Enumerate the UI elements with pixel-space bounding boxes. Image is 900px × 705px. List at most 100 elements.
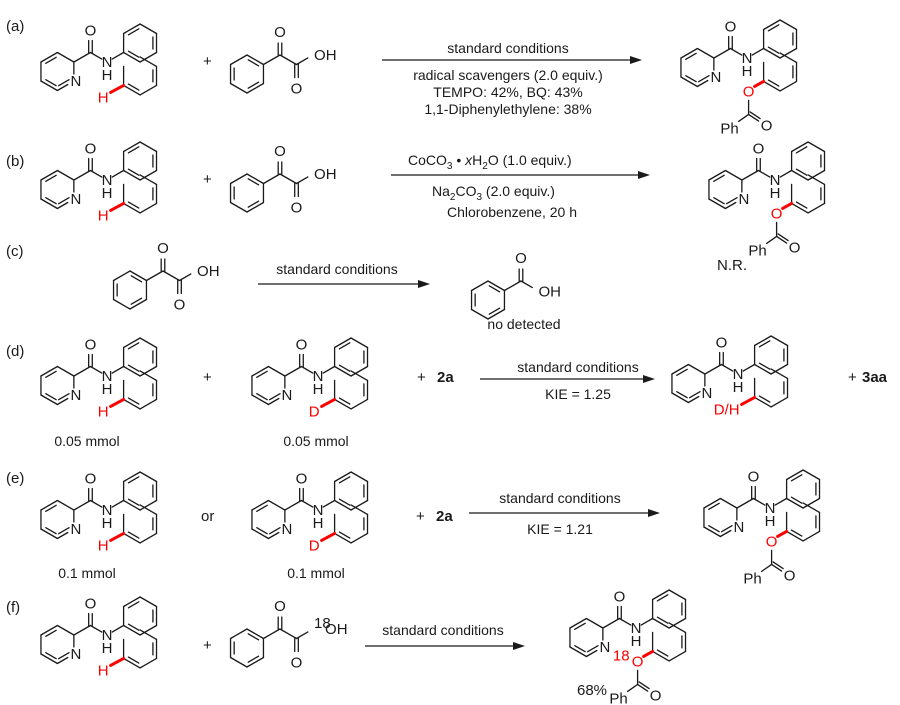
peri-atom-label: H	[98, 662, 109, 679]
peri-atom-label: D/H	[714, 401, 740, 418]
condition-text: CoCO3 • xH2O (1.0 equiv.)	[408, 152, 572, 172]
amide-h-label: H	[631, 633, 642, 650]
amount-label: 0.05 mmol	[54, 433, 119, 449]
reaction-arrow	[258, 280, 430, 288]
compound-3aa: 3aa	[862, 369, 888, 386]
amide-h-label: H	[102, 185, 113, 202]
phenyl-label: Ph	[720, 120, 738, 137]
condition-text: radical scavengers (2.0 equiv.)	[413, 67, 603, 83]
benzoic-acid: OOH	[470, 250, 561, 320]
amide-n-label: N	[733, 366, 744, 383]
amide-n-label: N	[313, 502, 324, 519]
no-reaction-label: N.R.	[717, 257, 747, 274]
amide-n-label: N	[102, 172, 113, 189]
hydroxyl-label: OH	[314, 166, 337, 183]
amide-n-label: N	[102, 368, 113, 385]
amide-h-label: H	[742, 63, 753, 80]
reaction-arrow	[382, 56, 642, 64]
carbonyl-o-label: O	[784, 567, 796, 584]
reaction-arrow	[365, 642, 525, 650]
isotope-label: 18	[613, 647, 630, 664]
amide-h-label: H	[102, 515, 113, 532]
amide-n-label: N	[765, 500, 776, 517]
amide-h-label: H	[733, 379, 744, 396]
carbonyl-o-label: O	[789, 239, 801, 256]
pyridine-n-label: N	[710, 69, 721, 86]
compound-2a: 2a	[437, 369, 454, 386]
carbonyl-o-label: O	[761, 117, 773, 134]
amide-h-label: H	[765, 513, 776, 530]
amide-n-label: N	[631, 620, 642, 637]
amide-n-label: N	[102, 627, 113, 644]
compound-2a: 2a	[436, 508, 453, 525]
carbonyl-o-label: O	[515, 250, 527, 267]
amide-n-label: N	[742, 50, 753, 67]
amide-n-label: N	[102, 54, 113, 71]
plus-sign: +	[203, 369, 212, 386]
ester-o-label: O	[632, 653, 644, 670]
acid-o-label: O	[291, 81, 303, 98]
pyridine-n-label: N	[738, 191, 749, 208]
carbonyl-o-label: O	[614, 589, 626, 606]
amount-label: 0.1 mmol	[58, 565, 116, 581]
panel-label-b: (b)	[6, 153, 24, 170]
amide-h-label: H	[313, 515, 324, 532]
pyridine-n-label: N	[701, 385, 712, 402]
condition-text: 1,1-Diphenylethylene: 38%	[424, 101, 591, 117]
peri-atom-label: D	[309, 403, 320, 420]
plus-sign: +	[203, 637, 212, 654]
pyridine-n-label: N	[70, 646, 81, 663]
ketone-o-label: O	[274, 143, 286, 160]
reaction-arrow	[391, 171, 650, 179]
amide-h-label: H	[102, 381, 113, 398]
amount-label: 0.05 mmol	[283, 433, 348, 449]
hydroxyl-label: OH	[314, 47, 337, 64]
panel-label-f: (f)	[6, 599, 20, 616]
pyridine-n-label: N	[70, 73, 81, 90]
ketone-o-label: O	[274, 24, 286, 41]
peri-atom-label: D	[309, 537, 320, 554]
ketone-o-label: O	[157, 240, 169, 257]
amide-h-label: H	[102, 640, 113, 657]
peri-atom-label: H	[98, 89, 109, 106]
benzoylformic-acid: O O OH	[229, 24, 337, 98]
yield-label: 68%	[577, 682, 607, 699]
reaction-arrow	[469, 509, 660, 517]
carbonyl-o-label: O	[85, 141, 97, 158]
panel-label-e: (e)	[6, 470, 24, 487]
phenyl-label: Ph	[743, 570, 761, 587]
plus-sign: +	[203, 53, 212, 70]
pyridine-n-label: N	[281, 387, 292, 404]
condition-text: standard conditions	[447, 40, 568, 56]
condition-text: standard conditions	[517, 359, 638, 375]
ester-o-label: O	[771, 205, 783, 222]
no-detected-label: no detected	[487, 316, 560, 332]
reaction-arrow	[480, 375, 655, 383]
carbonyl-o-label: O	[650, 687, 662, 704]
isotope-label: 18	[314, 615, 331, 632]
carbonyl-o-label: O	[716, 335, 728, 352]
amide-n-label: N	[102, 502, 113, 519]
carbonyl-o-label: O	[753, 141, 765, 158]
pyridine-n-label: N	[70, 387, 81, 404]
carbonyl-o-label: O	[85, 23, 97, 40]
carbonyl-o-label: O	[85, 471, 97, 488]
amide-n-label: N	[313, 368, 324, 385]
hydroxyl-label: OH	[197, 263, 220, 280]
plus-sign: +	[848, 369, 857, 386]
panel-label-a: (a)	[6, 18, 24, 35]
ester-o-label: O	[766, 533, 778, 550]
ester-o-label: O	[743, 83, 755, 100]
